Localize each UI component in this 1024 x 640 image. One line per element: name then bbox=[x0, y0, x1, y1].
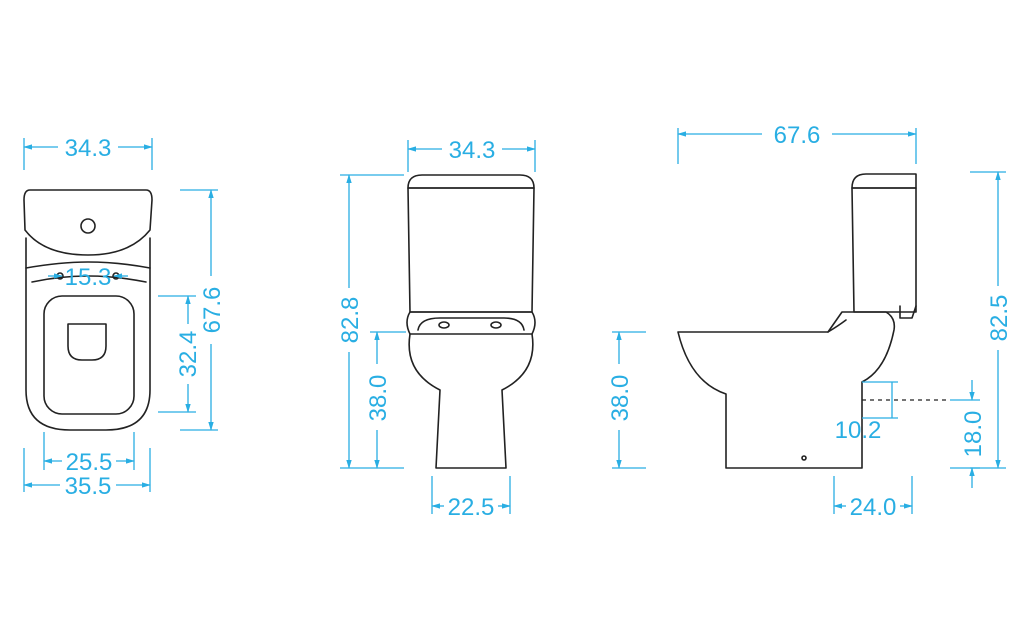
dim-side-outlet-height-label: 18.0 bbox=[960, 411, 987, 458]
side-bowl-outline bbox=[677, 311, 896, 469]
dim-top-width: 34.3 bbox=[23, 135, 153, 170]
dim-front-height-label: 82.8 bbox=[337, 297, 364, 344]
dim-top-inlet-spacing: 15.3 bbox=[48, 264, 128, 291]
dim-top-seat-width-label: 25.5 bbox=[66, 449, 113, 476]
dim-side-height-label: 82.5 bbox=[986, 295, 1013, 342]
dim-side-depth-label: 67.6 bbox=[774, 122, 821, 149]
dim-side-outlet-height: 18.0 bbox=[950, 380, 987, 488]
dim-front-base-width: 22.5 bbox=[431, 476, 511, 521]
front-seat-outline bbox=[406, 311, 536, 335]
side-cistern-lip bbox=[899, 305, 917, 319]
front-hinge-right-icon bbox=[490, 321, 502, 329]
top-seat-outline bbox=[43, 295, 135, 415]
front-bowl-outline bbox=[408, 333, 534, 469]
dim-front-height: 82.8 bbox=[337, 174, 404, 469]
side-view: 67.6 82.5 38.0 10.2 18.0 bbox=[607, 122, 1013, 521]
front-hinge-left-icon bbox=[438, 321, 450, 329]
front-seat-rim bbox=[417, 317, 525, 331]
side-drain-hole-icon bbox=[801, 455, 807, 461]
front-view: 34.3 82.8 38.0 22.5 bbox=[337, 137, 536, 521]
dim-side-depth: 67.6 bbox=[677, 122, 917, 164]
top-seat-front-line bbox=[31, 275, 147, 283]
dim-top-seat-to-back-label: 32.4 bbox=[175, 331, 202, 378]
dim-top-width-label: 34.3 bbox=[65, 135, 112, 162]
dim-top-depth: 67.6 bbox=[180, 189, 226, 431]
dim-top-seat-width: 25.5 bbox=[43, 432, 135, 476]
dim-top-base-width-label: 35.5 bbox=[65, 473, 112, 500]
side-lid-outline bbox=[851, 173, 917, 189]
top-bowl-outline bbox=[25, 237, 151, 431]
flush-button-icon bbox=[80, 218, 96, 234]
front-lid-outline bbox=[407, 174, 535, 189]
top-bowl-opening bbox=[67, 323, 107, 361]
dim-top-base-width: 35.5 bbox=[23, 448, 151, 500]
dim-side-bowl-height: 38.0 bbox=[607, 331, 646, 469]
dim-top-inlet-spacing-label: 15.3 bbox=[65, 264, 112, 291]
dim-side-outlet-offset: 10.2 bbox=[835, 381, 898, 444]
dim-front-width-label: 34.3 bbox=[449, 137, 496, 164]
dim-side-outlet-offset-label: 10.2 bbox=[835, 417, 882, 444]
top-cistern-outline bbox=[23, 189, 153, 256]
dim-top-depth-label: 67.6 bbox=[199, 287, 226, 334]
dim-side-height: 82.5 bbox=[970, 171, 1013, 469]
top-seat-hinge-line bbox=[25, 261, 151, 269]
top-view: 34.3 15.3 32.4 67.6 25.5 bbox=[23, 135, 226, 500]
side-seat-line bbox=[827, 319, 847, 333]
dim-front-bowl-height: 38.0 bbox=[365, 331, 406, 469]
dim-side-base-depth: 24.0 bbox=[833, 476, 913, 521]
dim-front-base-width-label: 22.5 bbox=[448, 494, 495, 521]
side-cistern-outline bbox=[851, 187, 917, 313]
dim-front-width: 34.3 bbox=[407, 137, 536, 172]
dim-side-base-depth-label: 24.0 bbox=[850, 494, 897, 521]
front-cistern-outline bbox=[407, 187, 535, 313]
dim-top-seat-to-back: 32.4 bbox=[158, 295, 202, 413]
dim-side-bowl-height-label: 38.0 bbox=[607, 375, 634, 422]
dim-front-bowl-height-label: 38.0 bbox=[365, 375, 392, 422]
